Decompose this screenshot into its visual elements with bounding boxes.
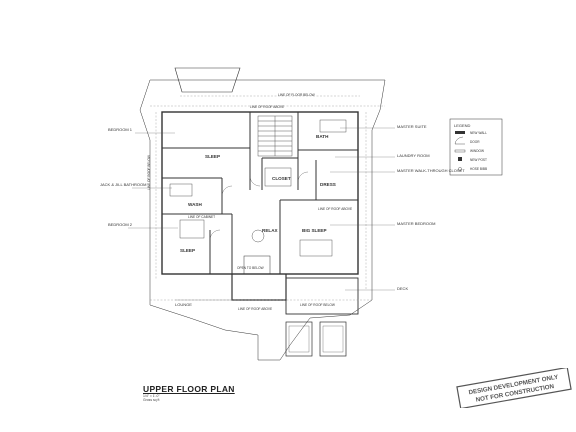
note-line-of-cabinet: LINE OF CABINET <box>188 215 215 219</box>
legend-heading: LEGEND <box>454 123 471 128</box>
legend-item: WINDOW <box>470 149 484 153</box>
note-floor-below-top: LINE OF FLOOR BELOW <box>278 93 315 97</box>
legend-item: NEW POST <box>470 158 487 162</box>
note-open-below: OPEN TO BELOW <box>237 266 264 270</box>
drawing-title: UPPER FLOOR PLAN <box>143 384 235 394</box>
stair <box>257 115 293 157</box>
note-roof-above-mid: LINE OF ROOF ABOVE <box>318 207 352 211</box>
callout-master-closet: MASTER WALK-THROUGH CLOSET <box>397 168 465 173</box>
room-sleep: SLEEP <box>205 154 220 159</box>
callout-bedroom-2: BEDROOM 2 <box>108 222 133 227</box>
roof-outline <box>139 79 386 361</box>
room-big-sleep: BIG SLEEP <box>302 228 327 233</box>
legend-item: DOOR <box>470 140 480 144</box>
note-roof-above-top: LINE OF ROOF ABOVE <box>250 105 284 109</box>
room-dress: DRESS <box>320 182 336 187</box>
drawing-scale: 1/4" = 1'-0" <box>143 394 160 398</box>
legend: LEGEND NEW WALL DOOR WINDOW NEW POST HOS… <box>449 118 503 176</box>
room-wash: WASH <box>188 202 202 207</box>
legend-item: NEW WALL <box>470 131 487 135</box>
chimney <box>174 67 241 93</box>
room-relax: RELAX <box>262 228 279 233</box>
title-block: UPPER FLOOR PLAN 1/4" = 1'-0" Gross sq f… <box>143 384 235 402</box>
room-bath: BATH <box>316 134 329 139</box>
callout-jack-jill: JACK & JILL BATHROOM <box>100 182 146 187</box>
deck <box>285 277 359 315</box>
callout-master-bedroom: MASTER BEDROOM <box>397 221 435 226</box>
note-roof-below-right: LINE OF ROOF BELOW <box>300 303 335 307</box>
design-stamp: DESIGN DEVELOPMENT ONLY NOT FOR CONSTRUC… <box>456 368 572 408</box>
room-sleep-2: SLEEP <box>180 248 195 253</box>
callout-laundry: LAUNDRY ROOM <box>397 153 430 158</box>
callout-master-suite: MASTER SUITE <box>397 124 427 129</box>
callout-bedroom-1: BEDROOM 1 <box>108 127 133 132</box>
drawing-note: Gross sq ft <box>143 398 160 402</box>
note-roof-below-left: LINE OF ROOF BELOW <box>147 155 151 190</box>
callout-deck: DECK <box>397 286 408 291</box>
room-closet: CLOSET <box>272 176 291 181</box>
note-roof-above-bottom: LINE OF ROOF ABOVE <box>238 307 272 311</box>
callout-lounge: LOUNGE <box>175 302 192 307</box>
legend-item: HOSE BIBB <box>470 167 487 171</box>
